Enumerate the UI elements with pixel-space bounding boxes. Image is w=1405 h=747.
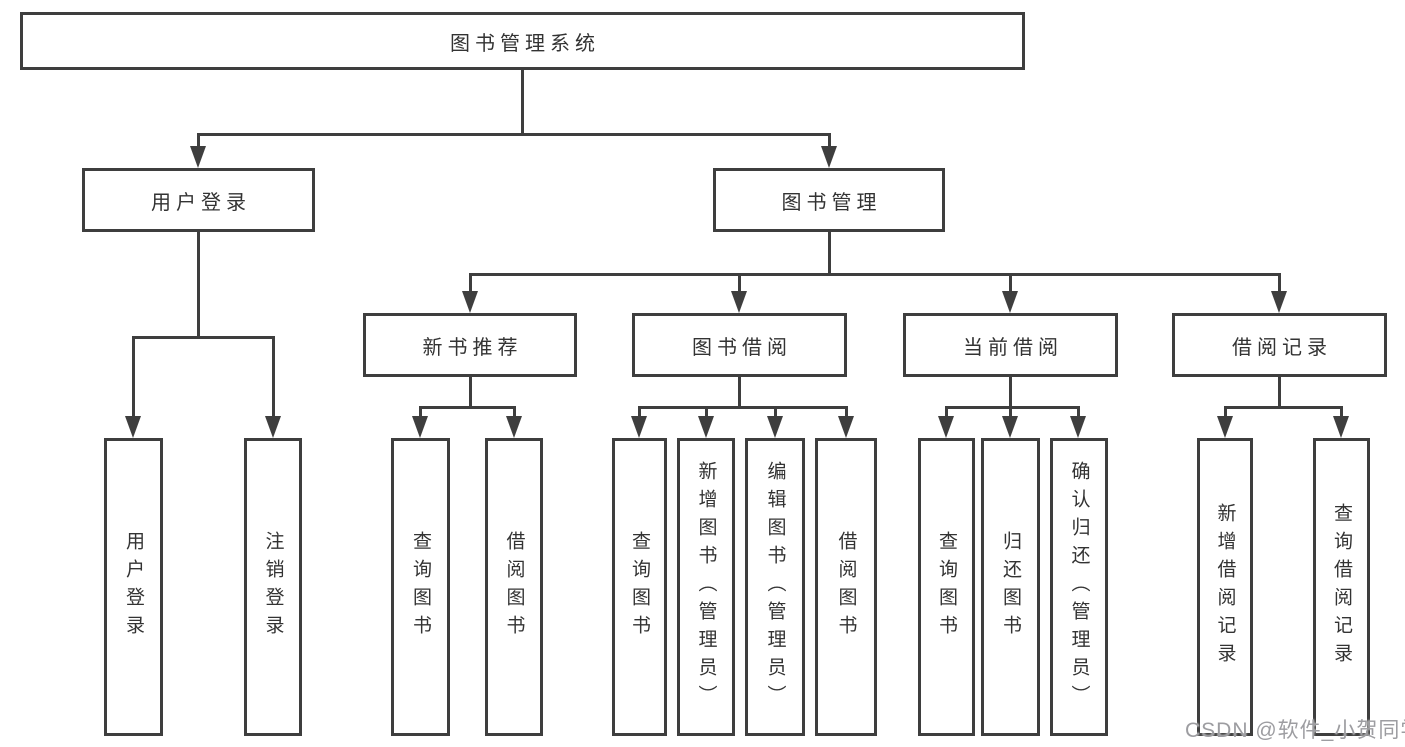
arrow-down-icon [1333,416,1349,438]
leaf-nbr-borrow-books: 借阅图书 [485,438,543,736]
node-borrowing-records: 借阅记录 [1172,313,1387,377]
leaf-cb-query-books: 查询图书 [918,438,975,736]
arrow-down-icon [821,146,837,168]
tree-line-horizontal [1223,406,1343,409]
tree-line-vertical [418,406,422,418]
node-user-login: 用户登录 [82,168,315,232]
arrow-down-icon [838,416,854,438]
tree-line-horizontal [469,273,1281,276]
tree-line-horizontal [637,406,848,409]
tree-line-vertical [1277,273,1281,293]
arrow-down-icon [1271,291,1287,313]
arrow-down-icon [190,146,206,168]
leaf-bb-query-books: 查询图书 [612,438,667,736]
tree-line-vertical [512,406,516,418]
tree-line-vertical [468,377,472,409]
arrow-down-icon [462,291,478,313]
leaf-bb-add-books-admin: 新增图书（管理员） [677,438,735,736]
tree-line-vertical [1277,377,1281,409]
csdn-watermark: CSDN @软件_小贺同学 [1185,719,1405,742]
arrow-down-icon [731,291,747,313]
tree-line-horizontal [131,336,275,339]
tree-line-horizontal [418,406,516,409]
tree-line-vertical [468,273,472,293]
tree-line-vertical [827,133,831,148]
tree-line-vertical [1008,273,1012,293]
tree-line-vertical [196,133,200,148]
tree-line-vertical [773,406,777,418]
node-new-book-recommend: 新书推荐 [363,313,577,377]
node-book-borrowing: 图书借阅 [632,313,847,377]
node-current-borrowing: 当前借阅 [903,313,1118,377]
arrow-down-icon [1070,416,1086,438]
arrow-down-icon [412,416,428,438]
leaf-br-query-record: 查询借阅记录 [1313,438,1370,736]
tree-line-vertical [1008,377,1012,409]
tree-line-horizontal [196,133,831,136]
arrow-down-icon [631,416,647,438]
leaf-nbr-query-books: 查询图书 [391,438,450,736]
tree-line-vertical [1076,406,1080,418]
arrow-down-icon [938,416,954,438]
leaf-user-login: 用户登录 [104,438,163,736]
tree-line-vertical [944,406,948,418]
leaf-br-add-record: 新增借阅记录 [1197,438,1253,736]
leaf-logout: 注销登录 [244,438,302,736]
tree-line-vertical [704,406,708,418]
tree-line-vertical [271,336,275,418]
leaf-bb-borrow-books: 借阅图书 [815,438,877,736]
tree-line-vertical [1339,406,1343,418]
arrow-down-icon [1217,416,1233,438]
arrow-down-icon [506,416,522,438]
tree-line-vertical [737,273,741,293]
tree-line-vertical [737,377,741,409]
arrow-down-icon [265,416,281,438]
leaf-cb-return-books: 归还图书 [981,438,1040,736]
leaf-cb-confirm-return-admin: 确认归还（管理员） [1050,438,1108,736]
tree-line-vertical [131,336,135,418]
arrow-down-icon [1002,416,1018,438]
tree-line-vertical [844,406,848,418]
arrow-down-icon [125,416,141,438]
tree-line-horizontal [944,406,1080,409]
leaf-bb-edit-books-admin: 编辑图书（管理员） [745,438,805,736]
tree-line-vertical [196,232,200,339]
tree-line-vertical [637,406,641,418]
node-book-management: 图书管理 [713,168,945,232]
tree-line-vertical [1008,406,1012,418]
arrow-down-icon [1002,291,1018,313]
tree-line-vertical [827,232,831,276]
tree-line-vertical [520,70,524,136]
arrow-down-icon [767,416,783,438]
tree-line-vertical [1223,406,1227,418]
node-book-management-system: 图书管理系统 [20,12,1025,70]
arrow-down-icon [698,416,714,438]
